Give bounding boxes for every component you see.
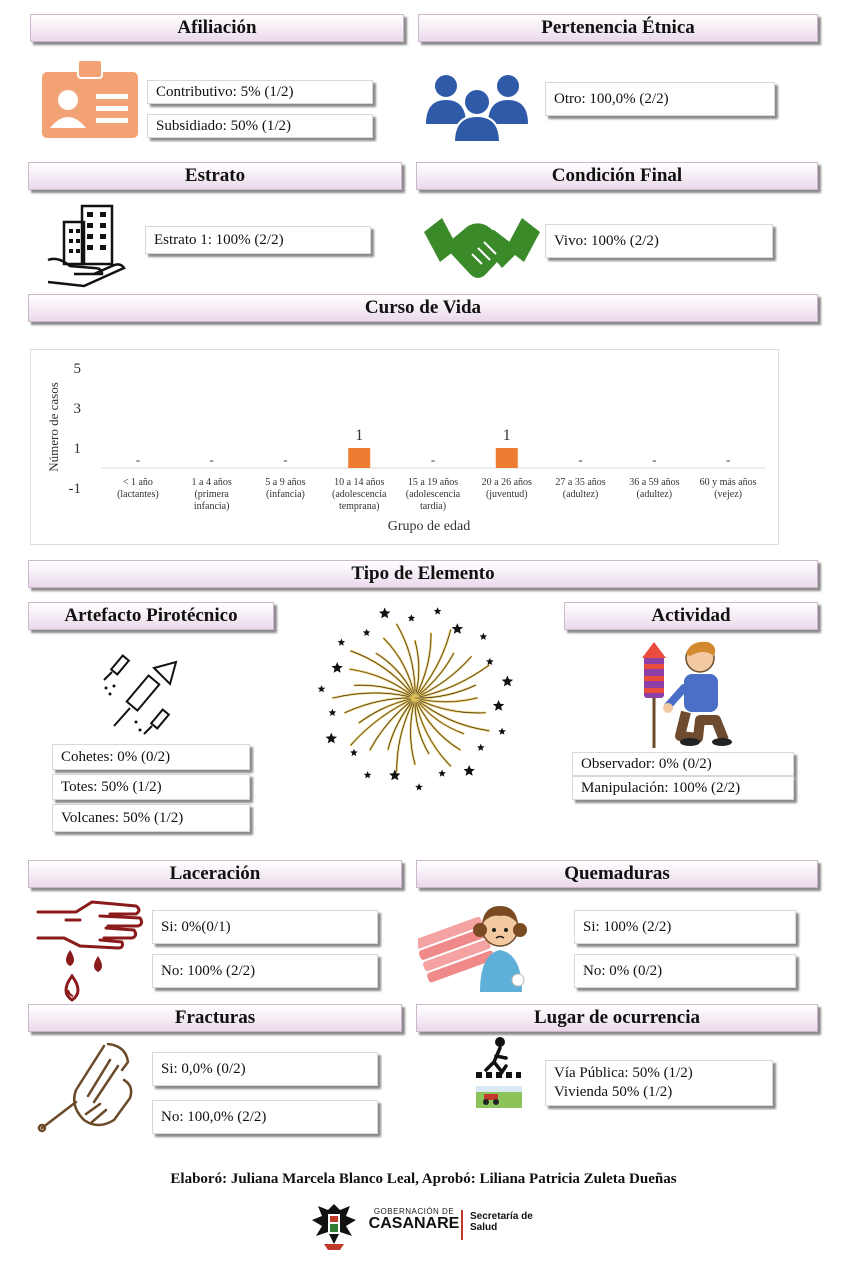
data-label: 1 <box>355 427 363 444</box>
x-tick-label: infancia) <box>194 501 230 512</box>
x-tick-label: 20 a 26 años <box>482 477 532 488</box>
gobernacion-casanare-logo: GOBERNACIÓN DE CASANARE Secretaría de Sa… <box>310 1200 550 1252</box>
header-fracturas: Fracturas <box>28 1004 402 1032</box>
x-tick-label: (infancia) <box>266 489 305 500</box>
x-tick-label: (juventud) <box>486 489 528 500</box>
fractured-arm-icon <box>36 1040 136 1136</box>
x-tick-label: tardía) <box>420 501 446 512</box>
x-tick-label: 1 a 4 años <box>192 477 232 488</box>
actividad-observador: Observador: 0% (0/2) <box>572 752 794 776</box>
afiliacion-subsidiado: Subsidiado: 50% (1/2) <box>147 114 373 138</box>
header-estrato: Estrato <box>28 162 402 190</box>
laceracion-si: Si: 0%(0/1) <box>152 910 378 944</box>
x-tick-label: (adolescencia <box>332 489 387 500</box>
data-label: - <box>136 452 140 467</box>
fireworks-burst-icon <box>300 600 530 804</box>
afiliacion-contributivo: Contributivo: 5% (1/2) <box>147 80 373 104</box>
x-tick-label: (lactantes) <box>117 489 159 500</box>
header-curso-de-vida: Curso de Vida <box>28 294 818 322</box>
condicion-vivo: Vivo: 100% (2/2) <box>545 224 773 258</box>
coat-of-arms-icon <box>312 1204 463 1250</box>
x-tick-label: temprana) <box>339 501 380 512</box>
x-tick-label: < 1 año <box>123 477 153 488</box>
quemaduras-si: Si: 100% (2/2) <box>574 910 796 944</box>
artefacto-volcanes: Volcanes: 50% (1/2) <box>52 804 250 832</box>
bar <box>348 448 371 468</box>
fracturas-no: No: 100,0% (2/2) <box>152 1100 378 1134</box>
estrato-1: Estrato 1: 100% (2/2) <box>145 226 371 254</box>
x-tick-label: (primera <box>194 489 229 500</box>
actividad-manipulacion: Manipulación: 100% (2/2) <box>572 776 794 800</box>
header-laceracion: Laceración <box>28 860 402 888</box>
lugar-de-ocurrencia-values: Vía Pública: 50% (1/2) Vivienda 50% (1/2… <box>545 1060 773 1106</box>
x-tick-label: (adultez) <box>563 489 599 500</box>
header-condicion-final: Condición Final <box>416 162 818 190</box>
people-group-icon <box>424 72 530 143</box>
data-label: - <box>209 452 213 467</box>
y-axis-label: Número de casos <box>46 382 61 472</box>
x-tick-label: (adolescencia <box>406 489 461 500</box>
y-tick-label: 1 <box>74 441 82 457</box>
burned-child-icon <box>414 898 538 992</box>
lugar-vivienda: Vivienda 50% (1/2) <box>554 1084 673 1100</box>
y-tick-label: 5 <box>74 361 82 377</box>
rockets-icon <box>100 650 184 736</box>
y-tick-label: 3 <box>74 401 82 417</box>
artefacto-cohetes: Cohetes: 0% (0/2) <box>52 744 250 770</box>
x-tick-label: 60 y más años <box>700 477 757 488</box>
x-tick-label: 36 a 59 años <box>629 477 679 488</box>
x-axis-label: Grupo de edad <box>388 519 470 534</box>
fracturas-si: Si: 0,0% (0/2) <box>152 1052 378 1086</box>
secretaria-line-1: Secretaría de <box>470 1211 533 1222</box>
child-with-firework-icon <box>638 640 738 750</box>
header-afiliacion: Afiliación <box>30 14 404 42</box>
header-quemaduras: Quemaduras <box>416 860 818 888</box>
x-tick-label: (vejez) <box>714 489 742 500</box>
pertenencia-otro: Otro: 100,0% (2/2) <box>545 82 775 116</box>
data-label: - <box>431 452 435 467</box>
bar <box>495 448 518 468</box>
bleeding-hand-icon <box>36 896 146 1004</box>
handshake-icon <box>424 210 540 286</box>
casanare-text: CASANARE <box>368 1215 460 1232</box>
building-in-hand-icon <box>44 202 128 288</box>
data-label: - <box>726 452 730 467</box>
data-label: - <box>283 452 287 467</box>
x-tick-label: 27 a 35 años <box>555 477 605 488</box>
header-lugar-de-ocurrencia: Lugar de ocurrencia <box>416 1004 818 1032</box>
street-crossing-icon <box>474 1036 522 1108</box>
header-actividad: Actividad <box>564 602 818 630</box>
lugar-via-publica: Vía Pública: 50% (1/2) <box>554 1065 693 1081</box>
data-label: - <box>578 452 582 467</box>
artefacto-totes: Totes: 50% (1/2) <box>52 774 250 800</box>
y-tick-label: -1 <box>69 481 82 497</box>
x-tick-label: (adultez) <box>637 489 673 500</box>
secretaria-line-2: Salud <box>470 1222 498 1233</box>
header-artefacto-pirotecnico: Artefacto Pirotécnico <box>28 602 274 630</box>
credits-text: Elaboró: Juliana Marcela Blanco Leal, Ap… <box>170 1171 677 1187</box>
laceracion-no: No: 100% (2/2) <box>152 954 378 988</box>
header-pertenencia-etnica: Pertenencia Étnica <box>418 14 818 42</box>
gobernacion-small-text: GOBERNACIÓN DE <box>373 1207 455 1216</box>
chart-svg: 531-1 ---1-1--- < 1 año(lactantes)1 a 4 … <box>46 361 765 534</box>
x-tick-label: 10 a 14 años <box>334 477 384 488</box>
header-tipo-de-elemento: Tipo de Elemento <box>28 560 818 588</box>
quemaduras-no: No: 0% (0/2) <box>574 954 796 988</box>
data-label: 1 <box>503 427 511 444</box>
x-tick-label: 5 a 9 años <box>265 477 305 488</box>
id-card-icon <box>40 58 140 140</box>
x-tick-label: 15 a 19 años <box>408 477 458 488</box>
data-label: - <box>652 452 656 467</box>
